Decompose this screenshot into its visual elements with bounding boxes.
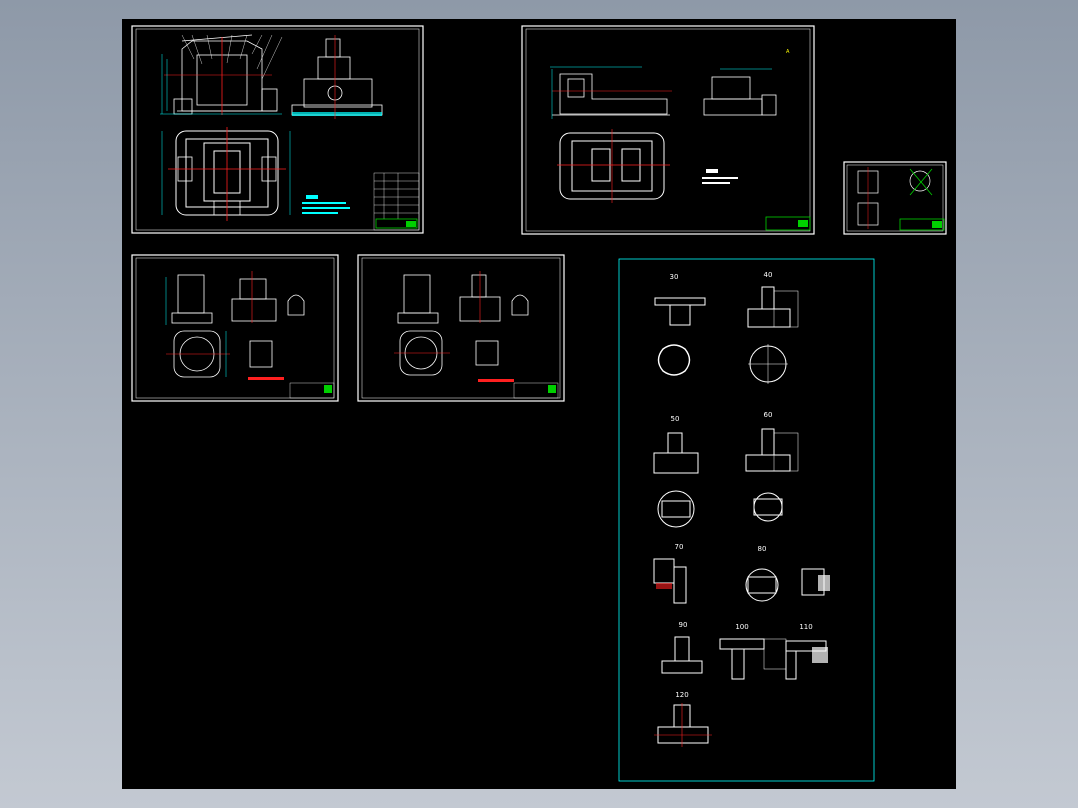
section-40: 40: [747, 271, 799, 384]
section-60: 60: [745, 411, 799, 522]
svg-text:A: A: [786, 49, 790, 55]
section-100: 100: [719, 623, 787, 680]
section-90: 90: [661, 621, 703, 674]
section-label-50: 50: [671, 415, 680, 423]
cad-drawing-canvas[interactable]: A: [122, 19, 956, 789]
section-120: 120: [654, 691, 712, 747]
section-label-60: 60: [764, 411, 773, 419]
sheet-part-b[interactable]: [357, 254, 565, 402]
section-50: 50: [653, 415, 699, 528]
section-110: 110: [785, 623, 828, 680]
section-label-80: 80: [758, 545, 767, 553]
section-views-panel[interactable]: 30 40 50 60: [618, 258, 875, 782]
section-label-120: 120: [675, 691, 688, 699]
drawing-sheets: A: [131, 25, 947, 782]
sheet-part-a[interactable]: [131, 254, 339, 402]
sheet-assembly-main[interactable]: [131, 25, 424, 234]
section-label-40: 40: [764, 271, 773, 279]
sheet-assembly-secondary[interactable]: A: [521, 25, 815, 235]
sheet-detail-small[interactable]: [843, 161, 947, 235]
section-label-70: 70: [675, 543, 684, 551]
section-label-90: 90: [679, 621, 688, 629]
section-30: 30: [654, 273, 706, 376]
section-label-30: 30: [670, 273, 679, 281]
section-70: 70: [653, 543, 687, 604]
section-label-110: 110: [799, 623, 812, 631]
section-80: 80: [745, 545, 830, 602]
section-label-100: 100: [735, 623, 748, 631]
